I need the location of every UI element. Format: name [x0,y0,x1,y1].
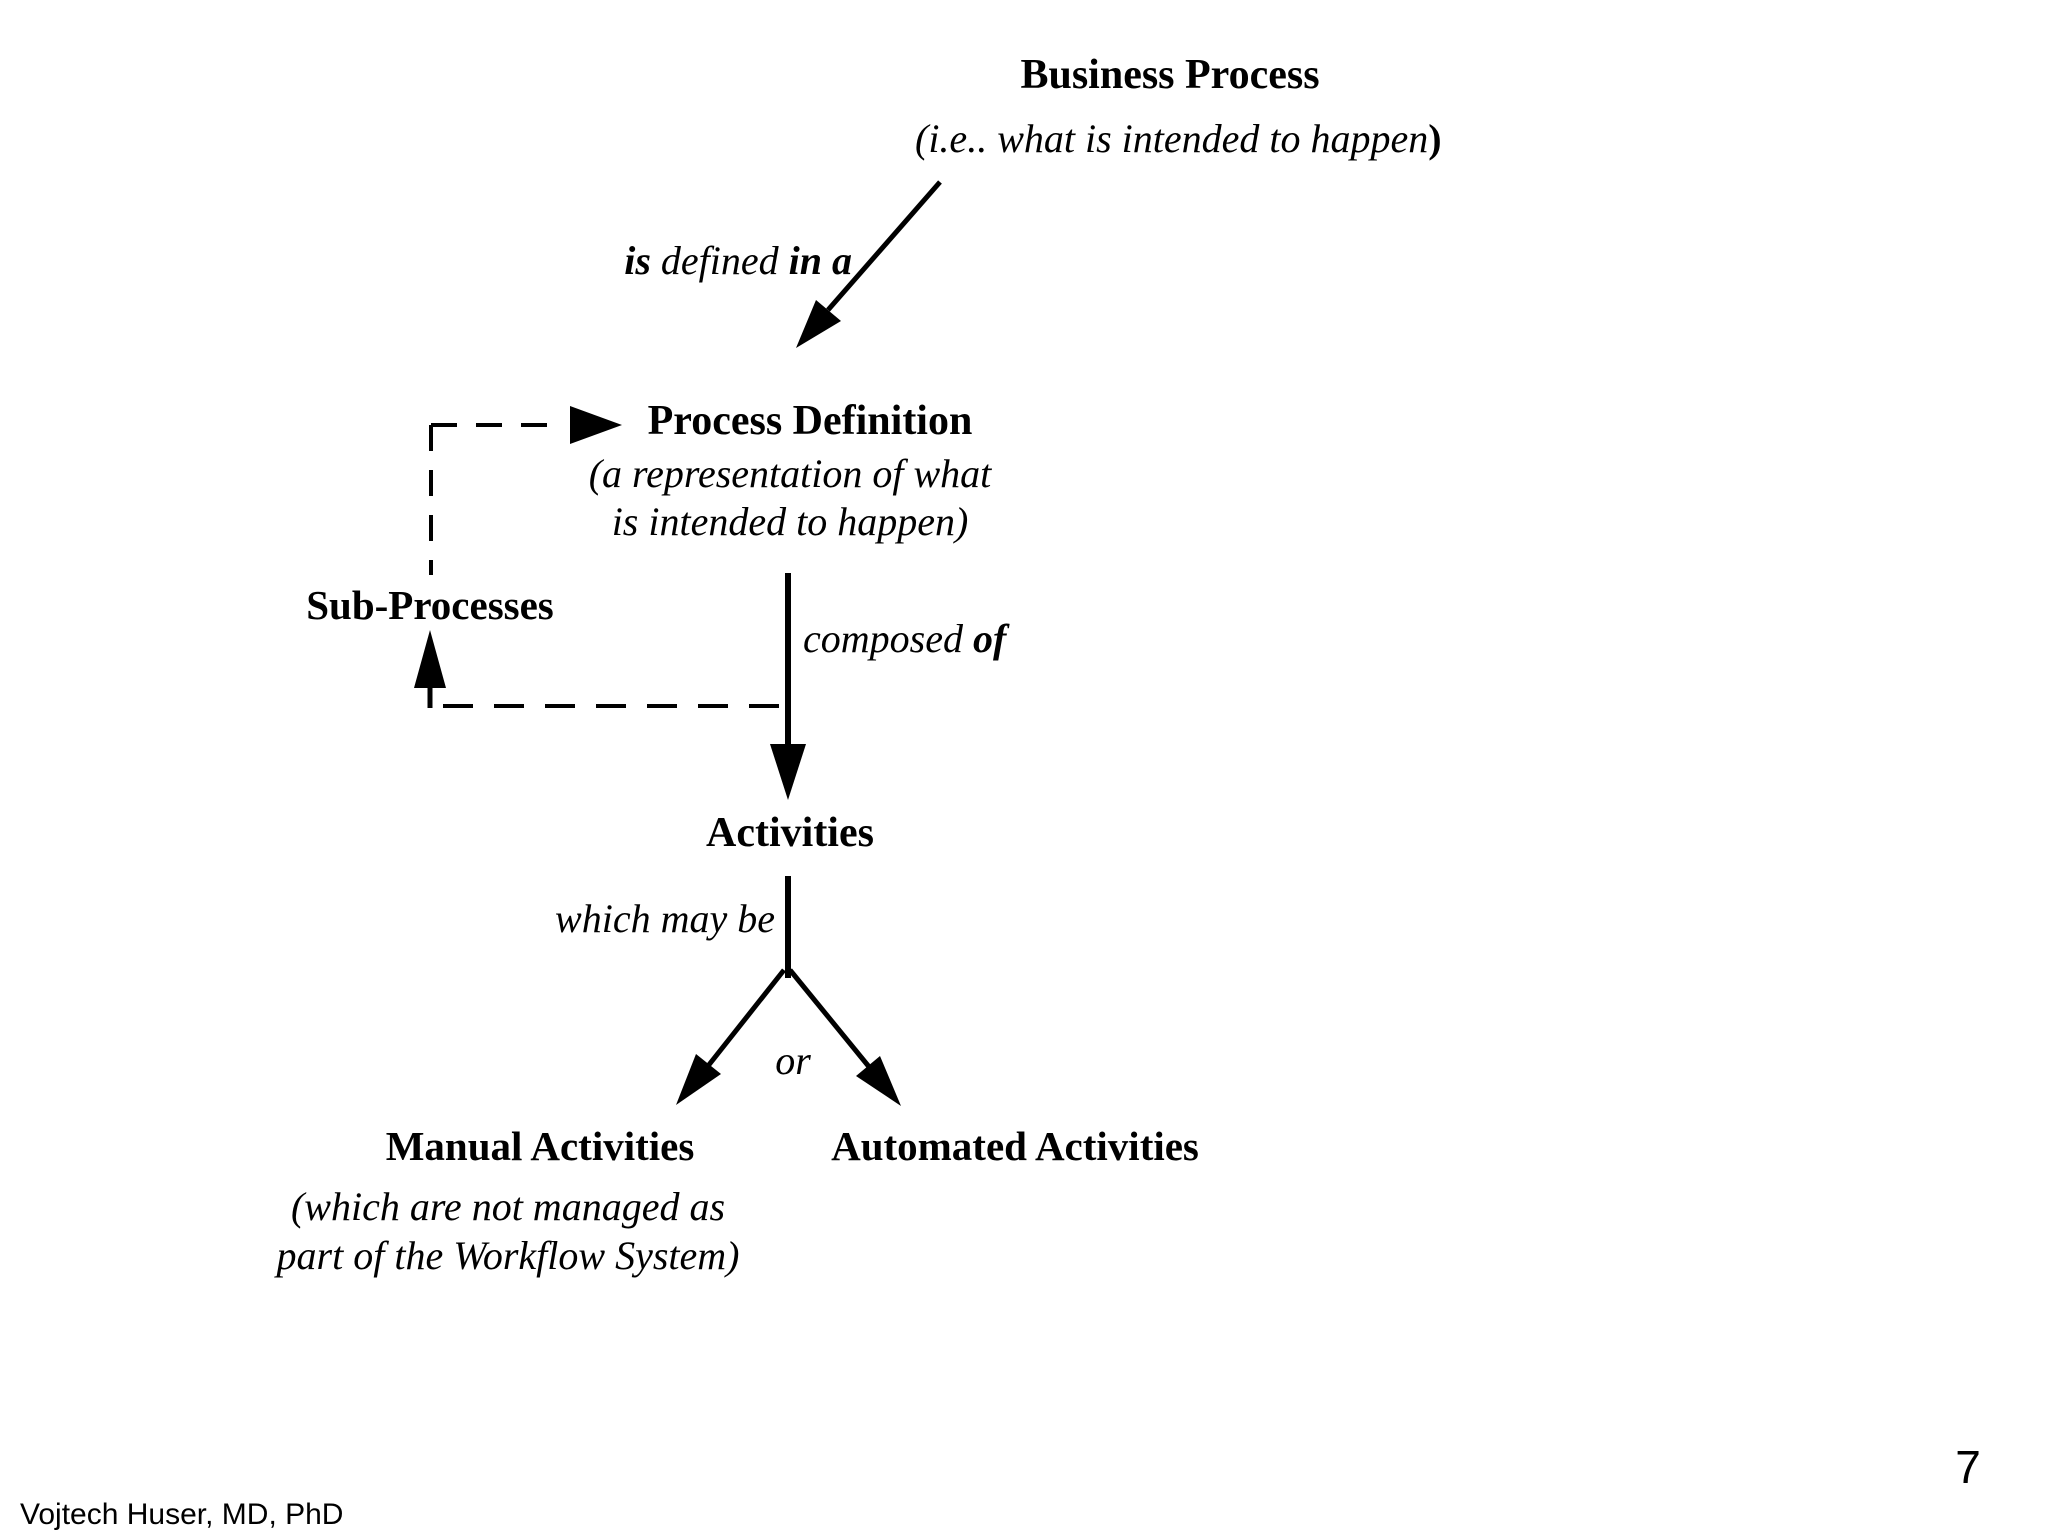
manual-activities-subtitle: (which are not managed as part of the Wo… [220,1182,796,1280]
edge-label-which-may-be: which may be [555,896,775,941]
composed-of-word-1: composed [803,616,973,661]
business-process-title: Business Process [1020,52,1320,98]
automated-activities-title: Automated Activities [831,1123,1199,1169]
edge-is-defined-arrow [796,180,942,348]
edge-branch-left-arrow [676,968,786,1105]
composed-of-word-2: of [972,616,1007,661]
edge-label-is-defined: is defined in a [450,238,852,284]
business-process-subtitle-close: ) [1428,116,1442,161]
is-defined-word-1: is [624,238,651,283]
process-definition-subtitle-line1: (a representation of what [588,451,992,496]
edge-label-composed-of: composed of [803,616,1006,662]
footer-author: Vojtech Huser, MD, PhD [20,1498,344,1531]
edge-branch-right-arrow [788,968,901,1106]
is-defined-word-2: defined [650,238,789,283]
edge-subprocess-up-arrow [414,630,446,708]
edge-label-or: or [775,1038,811,1083]
edge-subprocess-return-dashed [429,406,622,575]
process-definition-subtitle-line2: is intended to happen) [611,499,969,544]
manual-activities-subtitle-line1: (which are not managed as [290,1184,726,1229]
page-number: 7 [1955,1441,1981,1493]
edge-composed-of-arrow [770,573,806,800]
manual-activities-title: Manual Activities [385,1123,695,1169]
is-defined-word-3: in a [788,238,852,283]
process-definition-subtitle: (a representation of what is intended to… [557,450,1023,546]
business-process-subtitle-text: (i.e.. what is intended to happen [915,116,1429,161]
manual-activities-subtitle-line2: part of the Workflow System) [276,1233,740,1278]
process-definition-title: Process Definition [647,398,973,444]
activities-label: Activities [706,810,874,856]
business-process-subtitle: (i.e.. what is intended to happen) [915,116,1442,162]
sub-processes-label: Sub-Processes [306,582,554,628]
